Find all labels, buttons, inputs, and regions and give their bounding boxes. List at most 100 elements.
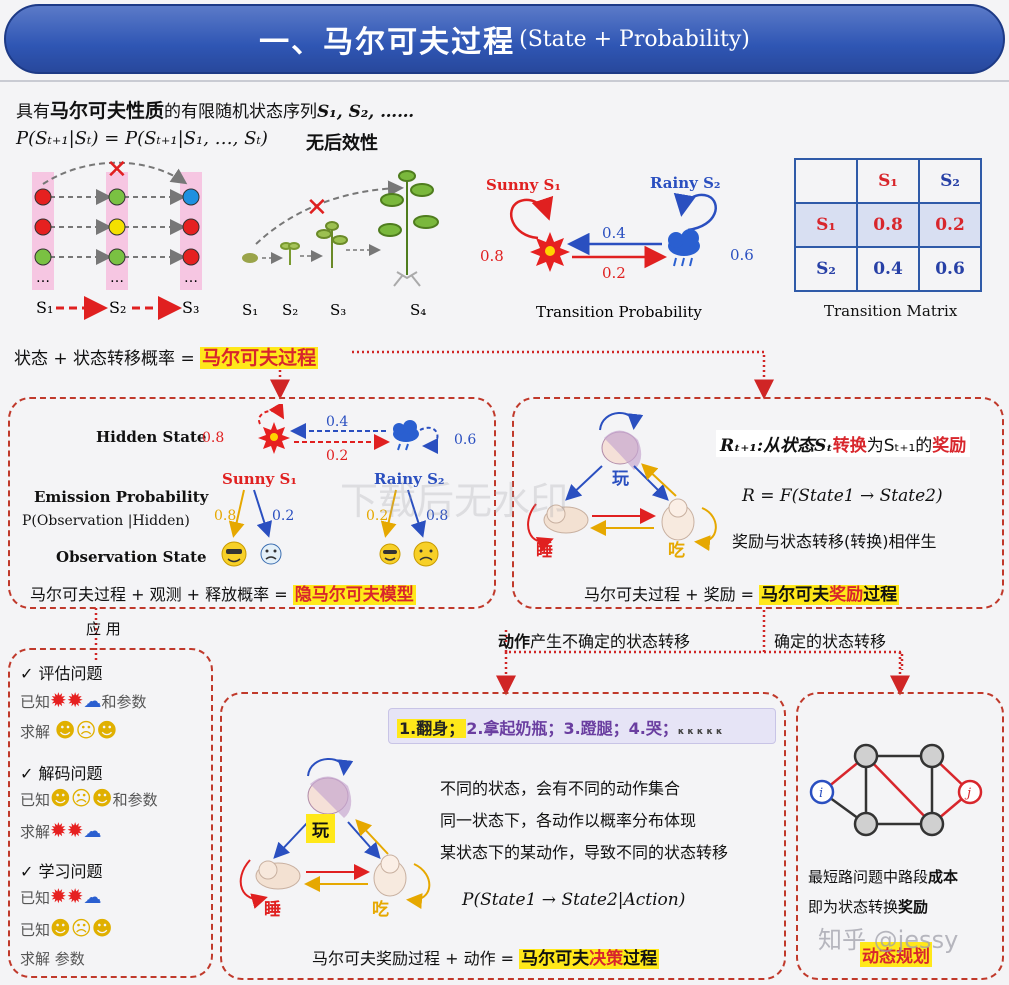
markov-formula: P(Sₜ₊₁|Sₜ) = P(Sₜ₊₁|S₁, …, Sₜ): [16, 128, 268, 149]
mdp-line2: 同一状态下，各动作以概率分布体现: [440, 811, 697, 830]
rain-cloud-icon: [393, 420, 419, 451]
q1-solve-row: 求解 ☻☹☻: [20, 718, 117, 742]
mdp-eq-result-c: 过程: [623, 949, 658, 969]
reward-mid2: 为Sₜ₊₁的: [866, 436, 933, 456]
action-word: 动作: [498, 632, 531, 651]
page-title-suffix: (State + Probability): [519, 26, 750, 52]
matrix-v21: 0.4: [856, 246, 920, 292]
page-title: 一、马尔可夫过程: [259, 25, 516, 60]
observation-label: Observation State: [56, 548, 207, 566]
plant-label-s1: S₁: [242, 301, 258, 319]
app-q2: ✓ 解码问题: [20, 760, 103, 784]
q2-params: 和参数: [112, 791, 158, 809]
dp-line2-b: 奖励: [898, 898, 929, 916]
q1-solve: 求解: [20, 723, 51, 741]
uncertain-transition-label: 动作产生不确定的状态转移: [498, 628, 690, 652]
hmm-sunny-label: Sunny S₁: [222, 470, 297, 488]
applications-box: [8, 648, 213, 978]
reward-end: 奖励: [932, 436, 967, 456]
rain-cloud-icon: ☁: [83, 691, 102, 712]
seedling-icon: [316, 221, 348, 268]
q2-known: 已知: [20, 791, 51, 809]
mdp-state-play: 玩: [306, 814, 335, 843]
baby-eat-icon: [373, 854, 407, 897]
p-top: 0.4: [602, 224, 626, 242]
plant-label-s3: S₃: [330, 301, 346, 319]
graph-node: [919, 811, 945, 837]
state-eat-label: 吃: [668, 540, 685, 561]
mrp-eq-prefix: 马尔可夫过程 + 奖励 =: [584, 585, 760, 604]
q3-known-row: 已知✹✹☁: [20, 884, 102, 908]
graph-node: [853, 743, 879, 769]
check-icon: ✓: [20, 664, 34, 683]
rain-cloud-icon: ☁: [83, 821, 102, 842]
transition-probability-figure: Sunny S₁ Rainy S₂ 0.4 0.2 0.8 0.6 Transi…: [480, 174, 754, 321]
sun-icon: ✹✹: [50, 818, 84, 842]
chain-label-s1: S₁: [36, 298, 53, 317]
cross-icon: ✕: [106, 160, 128, 185]
mrp-eq-result-c: 过程: [863, 585, 898, 605]
sun-icon: ✹✹: [50, 884, 84, 908]
dp-description: 最短路问题中路段成本 即为状态转换奖励: [808, 862, 958, 922]
mdp-line3: 某状态下的某动作，导致不同的状态转移: [440, 843, 729, 862]
state-sleep-label: 睡: [536, 540, 553, 561]
q3-known-row-2: 已知☻☹☻: [20, 916, 113, 940]
node-i-label: i: [819, 786, 823, 801]
hmm-p-top: 0.4: [326, 414, 348, 430]
action-rest: 产生不确定的状态转移: [530, 632, 691, 651]
graph-node: [919, 743, 945, 769]
intro-bold: 马尔可夫性质: [50, 100, 165, 122]
face-icons: ☻☹☻: [50, 916, 113, 940]
intro-line: 具有马尔可夫性质的有限随机状态序列S₁, S₂, ……: [16, 96, 414, 123]
matrix-row2: S₂: [794, 246, 858, 292]
sun-icon: ✹✹: [50, 688, 84, 712]
happy-face-icon: [221, 541, 247, 567]
q1-known: 已知: [20, 693, 51, 711]
mdp-box: [220, 692, 786, 980]
sprout-icon: [280, 242, 300, 265]
q1-params: 和参数: [101, 693, 147, 711]
baby-eat-icon: [661, 498, 695, 541]
mdp-formula: P(State1 → State2|Action): [462, 890, 686, 910]
matrix-v12: 0.2: [918, 202, 982, 248]
hmm-p-self-rainy: 0.6: [454, 432, 476, 448]
app-q3: ✓ 学习问题: [20, 858, 103, 882]
q3-known: 已知: [20, 889, 51, 907]
mdp-state-sleep: 睡: [264, 900, 281, 920]
action-2: 2.拿起奶瓶；: [466, 719, 564, 738]
reward-mid: 转换: [832, 436, 867, 456]
plant-label-s2: S₂: [282, 301, 298, 319]
q1-label: 评估问题: [38, 664, 103, 683]
hmm-e2: 0.2: [272, 508, 294, 524]
mdp-eq-result: 马尔可夫决策过程: [519, 949, 660, 969]
emission-label: Emission Probability: [34, 488, 209, 506]
app-q1: ✓ 评估问题: [20, 660, 103, 684]
q2-solve-row: 求解✹✹☁: [20, 818, 102, 842]
title-banner: 一、马尔可夫过程 (State + Probability): [4, 4, 1005, 74]
chain-label-s3: S₃: [182, 298, 199, 317]
state-play-label: 玩: [612, 469, 629, 489]
chain-label-s2: S₂: [109, 298, 126, 317]
q3-solve-params: 求解 参数: [20, 950, 85, 968]
hidden-state-label: Hidden State: [96, 428, 207, 446]
hmm-e1: 0.8: [214, 508, 236, 524]
transition-caption: Transition Probability: [536, 303, 702, 321]
watermark-corner: 知乎 @jessy: [818, 926, 959, 954]
sad-face-icon: [260, 543, 282, 565]
action-3: 3.蹬腿；: [563, 719, 629, 738]
face-icons: ☻☹☻: [54, 718, 118, 742]
reward-prefix: Rₜ₊₁:从状态Sₜ: [720, 436, 833, 456]
observation-faces: [221, 541, 439, 567]
mdp-eq-result-a: 马尔可夫: [521, 949, 590, 969]
dp-box: [796, 692, 1004, 980]
check-icon: ✓: [20, 764, 34, 783]
p-self-sunny: 0.8: [480, 247, 504, 265]
dp-line1-a: 最短路问题中路段: [808, 868, 929, 886]
q3-known-2: 已知: [20, 921, 51, 939]
connector-arrows: [94, 350, 904, 670]
graph-node: [853, 811, 879, 837]
no-aftereffect-label: 无后效性: [306, 133, 378, 154]
intro-seq: S₁, S₂, ……: [317, 102, 415, 122]
mdp-eq-prefix: 马尔可夫奖励过程 + 动作 =: [312, 949, 520, 968]
mrp-box: [512, 397, 1004, 609]
